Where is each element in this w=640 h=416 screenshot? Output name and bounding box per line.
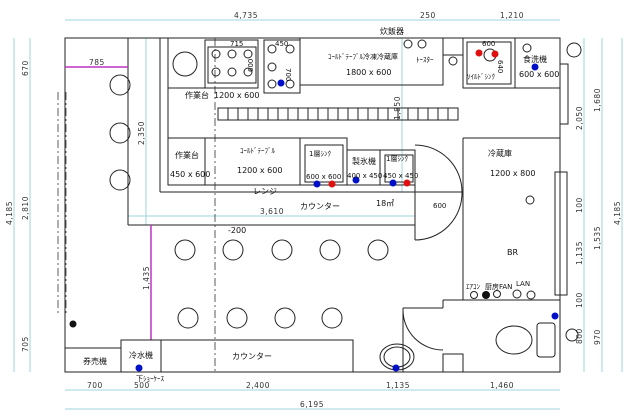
ice-maker-label: 製氷機 [352, 156, 376, 166]
dim-left-3: 705 [21, 336, 30, 352]
dim-bottom-1: 700 [87, 381, 103, 390]
grill-width: 450 [275, 40, 288, 48]
area-label: 18㎡ [376, 199, 394, 208]
seat [222, 239, 244, 261]
soiled-sink-label: ｿｲﾙﾄﾞｼﾝｸ [467, 73, 495, 81]
water-cooler-label: 冷水機 [129, 350, 153, 360]
dim-top-1: 4,735 [234, 11, 258, 20]
top-equipment [168, 37, 582, 94]
seat [177, 307, 199, 329]
dim-785: 785 [89, 58, 105, 67]
dim-right-4: 100 [575, 292, 584, 308]
restroom [379, 309, 579, 373]
kitchen-counter-label: カウンター [300, 202, 340, 211]
kitchen-fan-label: 厨房FAN [485, 282, 512, 291]
seat [321, 307, 343, 329]
seat [109, 122, 131, 144]
dim-right-2: 100 [575, 197, 584, 213]
seat [109, 74, 131, 96]
dishwasher-size: 600 x 600 [519, 70, 559, 79]
seat [174, 239, 196, 261]
dim-left-2: 2,810 [21, 196, 30, 220]
dim-bottom-3: 2,400 [246, 381, 270, 390]
range-label: レンジ [253, 187, 277, 196]
dim-left-total: 4,185 [5, 201, 14, 225]
cold-table-size: 1200 x 600 [237, 166, 282, 175]
dimension-lines [13, 19, 623, 410]
dim-right-mid-2: 1,535 [593, 226, 602, 250]
rice-cooker-label: 炊飯器 [380, 26, 404, 36]
dim-top-3: 1,210 [500, 11, 524, 20]
drain-grating [217, 107, 459, 121]
seat [109, 169, 131, 191]
dim-bottom-2: 500 [134, 381, 150, 390]
seat [226, 307, 248, 329]
sink2-size: 450 x 450 [383, 172, 418, 180]
dim-top-2: 250 [420, 11, 436, 20]
grill-depth: 700 [284, 68, 292, 81]
lan-label: LAN [516, 280, 530, 288]
dim-right-mid-3: 970 [593, 329, 602, 345]
front-counter-label: カウンター [232, 352, 272, 361]
dishwasher-label: 食洗機 [523, 54, 547, 64]
cold-freezer-label: ｺｰﾙﾄﾞﾃｰﾌﾞﾙ冷凍冷蔵庫 [328, 52, 398, 61]
dim-right-1: 2,050 [575, 106, 584, 130]
front-counters [64, 320, 354, 373]
dim-right-total: 4,185 [613, 201, 622, 225]
dim-total-width: 6,195 [300, 400, 324, 409]
door-width-label: 600 [433, 202, 446, 210]
showcase-label: 下ｼｮｰｹｰｽ [136, 375, 164, 383]
cold-freezer-size: 1800 x 600 [346, 68, 391, 77]
br-label: BR [507, 248, 518, 257]
dim-bottom-5: 1,460 [490, 381, 514, 390]
burner-icon [172, 51, 198, 77]
seat [271, 239, 293, 261]
seat [319, 239, 341, 261]
soiled-sink-width: 600 [482, 40, 495, 48]
burner-width: 715 [230, 40, 243, 48]
seat [367, 239, 389, 261]
dim-2350: 2,350 [137, 121, 146, 145]
dim-right-5: 800 [575, 328, 584, 344]
seat [274, 307, 296, 329]
soiled-sink-depth: 640 [496, 60, 504, 73]
dim-left-1: 670 [21, 60, 30, 76]
kitchen-bottom-row [167, 137, 463, 241]
worktable-size: 450 x 600 [170, 170, 210, 179]
worktable-label: 作業台 [175, 150, 199, 160]
sink2-label: 1層ｼﾝｸ [386, 155, 408, 163]
dim-1435: 1,435 [142, 266, 151, 290]
sink1-label: 1層ｼﾝｸ [309, 150, 331, 158]
dim-right-mid-1: 1,680 [593, 88, 602, 112]
burner-depth: 600 [247, 59, 255, 72]
aircon-label: ｴｱｺﾝ [466, 283, 480, 291]
dim-right-3: 1,135 [575, 241, 584, 265]
worktable-top-label: 作業台 [185, 90, 209, 100]
cold-table-label: ｺｰﾙﾄﾞﾃｰﾌﾞﾙ [240, 147, 275, 155]
fridge-label: 冷蔵庫 [488, 148, 512, 158]
toaster-label: ﾄｰｽﾀｰ [416, 56, 434, 64]
toilet-icon [495, 325, 533, 355]
fridge-size: 1200 x 800 [490, 169, 535, 178]
ice-maker-size: 400 x 450 [347, 172, 382, 180]
ceiling-fixtures [470, 289, 536, 300]
seating [109, 74, 389, 329]
outlet-icon [525, 195, 535, 205]
dim-3610: 3,610 [260, 207, 284, 216]
floor-level-label: -200 [228, 226, 246, 235]
dim-bottom-4: 1,135 [386, 381, 410, 390]
ticket-machine-label: 券売機 [83, 356, 107, 366]
worktable-top-size: 1200 x 600 [214, 91, 259, 100]
sink1-size: 600 x 600 [306, 173, 341, 181]
